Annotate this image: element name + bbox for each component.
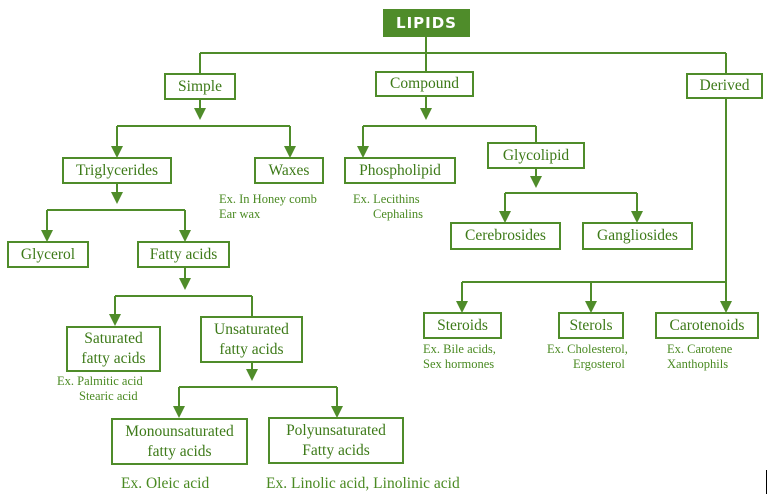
node-unsaturated-fatty-acids: Unsaturated fatty acids <box>200 316 303 363</box>
node-label: fatty acids <box>219 340 284 358</box>
root-label: LIPIDS <box>396 14 457 32</box>
node-waxes: Waxes <box>254 157 324 184</box>
node-compound: Compound <box>375 71 474 97</box>
example-text: Ex. Oleic acid <box>121 475 210 492</box>
node-label: Fatty acids <box>302 441 370 459</box>
example-text: Ex. In Honey comb <box>219 192 317 206</box>
node-monounsaturated-fatty-acids: Monounsaturated fatty acids <box>111 418 248 465</box>
node-glycolipid: Glycolipid <box>487 142 585 169</box>
example-text: Xanthophils <box>667 357 729 371</box>
example-text: Cephalins <box>373 207 423 221</box>
saturated-examples: Ex. Palmitic acid Stearic acid <box>57 374 143 404</box>
node-label: Unsaturated <box>214 320 289 338</box>
node-saturated-fatty-acids: Saturated fatty acids <box>66 326 161 372</box>
example-text: Ergosterol <box>573 357 625 371</box>
example-text: Ex. Lecithins <box>353 192 420 206</box>
sterols-examples: Ex. Cholesterol, Ergosterol <box>547 342 628 372</box>
node-label: fatty acids <box>81 350 146 367</box>
example-text: Ex. Linolic acid, Linolinic acid <box>266 475 460 492</box>
node-label: Waxes <box>268 161 310 179</box>
node-fatty-acids: Fatty acids <box>137 241 230 268</box>
node-cerebrosides: Cerebrosides <box>450 222 561 250</box>
node-label: Fatty acids <box>149 245 218 263</box>
node-label: Saturated <box>84 330 143 347</box>
example-text: Ex. Carotene <box>667 342 733 356</box>
node-label: Compound <box>390 75 459 92</box>
carotenoids-examples: Ex. Carotene Xanthophils <box>667 342 732 372</box>
example-text: Ear wax <box>219 207 261 221</box>
node-derived: Derived <box>686 73 763 99</box>
node-label: Triglycerides <box>75 161 159 179</box>
node-label: Carotenoids <box>669 316 745 334</box>
monounsaturated-example: Ex. Oleic acid <box>121 474 209 494</box>
node-label: fatty acids <box>147 442 212 460</box>
example-text: Sex hormones <box>423 357 495 371</box>
phospholipid-examples: Ex. Lecithins Cephalins <box>353 192 423 222</box>
node-label: Phospholipid <box>359 161 441 179</box>
node-label: Cerebrosides <box>465 227 546 244</box>
node-label: Gangliosides <box>597 227 678 244</box>
node-simple: Simple <box>164 73 236 100</box>
node-label: Polyunsaturated <box>286 421 386 439</box>
example-text: Ex. Cholesterol, <box>547 342 628 356</box>
node-label: Glycolipid <box>502 146 570 164</box>
node-steroids: Steroids <box>423 312 502 339</box>
node-label: Sterols <box>569 316 613 334</box>
example-text: Ex. Bile acids, <box>423 342 496 356</box>
node-phospholipid: Phospholipid <box>344 157 456 184</box>
node-label: Derived <box>699 77 750 94</box>
waxes-examples: Ex. In Honey comb Ear wax <box>219 192 317 222</box>
text-cursor <box>766 470 767 494</box>
node-label: Steroids <box>437 316 488 334</box>
steroids-examples: Ex. Bile acids, Sex hormones <box>423 342 496 372</box>
node-sterols: Sterols <box>558 312 624 339</box>
polyunsaturated-example: Ex. Linolic acid, Linolinic acid <box>266 474 460 494</box>
node-triglycerides: Triglycerides <box>62 157 172 184</box>
node-glycerol: Glycerol <box>7 241 89 268</box>
node-polyunsaturated-fatty-acids: Polyunsaturated Fatty acids <box>268 417 404 464</box>
node-gangliosides: Gangliosides <box>582 222 693 250</box>
node-label: Glycerol <box>20 245 76 263</box>
node-carotenoids: Carotenoids <box>655 312 759 339</box>
connector-root <box>199 36 727 74</box>
node-label: Simple <box>178 77 222 95</box>
node-label: Monounsaturated <box>125 422 234 440</box>
example-text: Stearic acid <box>79 389 138 403</box>
example-text: Ex. Palmitic acid <box>57 374 143 388</box>
root-node-lipids: LIPIDS <box>383 9 470 37</box>
